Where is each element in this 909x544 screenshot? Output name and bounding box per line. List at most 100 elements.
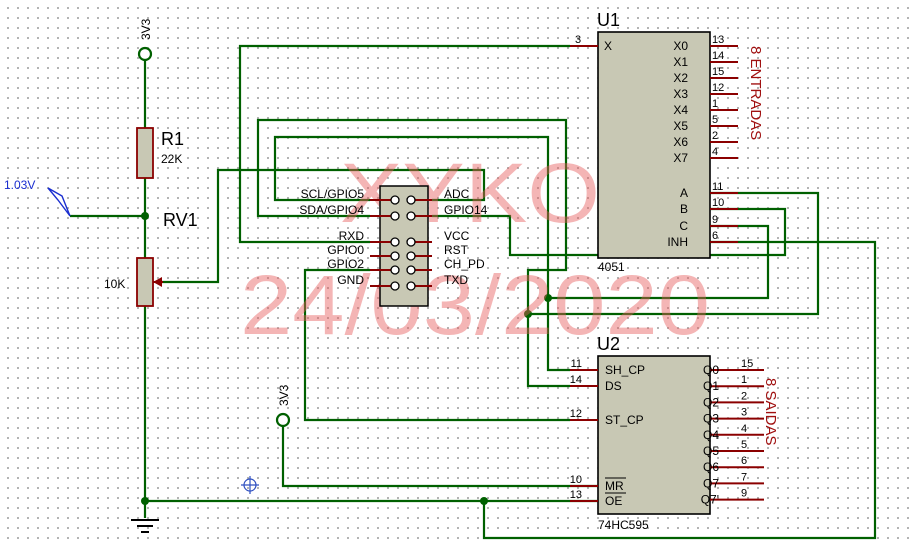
- header-pin-icon: [406, 195, 416, 205]
- rv1-ref: RV1: [163, 210, 198, 230]
- header-right-label: VCC: [444, 229, 470, 243]
- u1-pin-number: 15: [712, 66, 724, 78]
- u2-q-name: Q1: [703, 379, 719, 393]
- potentiometer-rv1: RV1 10K: [104, 210, 198, 307]
- u1-ctrl-name: A: [680, 186, 688, 200]
- u1-pin-name: X3: [673, 87, 688, 101]
- r1-value: 22K: [161, 152, 182, 166]
- u2-q-number: 1: [741, 374, 747, 386]
- u1-ctrl-name: INH: [667, 235, 688, 249]
- u2-pin-number: 14: [570, 374, 582, 386]
- u1-pin-x-num: 3: [575, 34, 581, 46]
- u2-pin-name: ST_CP: [605, 413, 644, 427]
- header-right-label: ADC: [444, 187, 470, 201]
- header-left-label: GND: [337, 273, 364, 287]
- header-left-label: GPIO2: [327, 257, 364, 271]
- power-top: 3V3: [137, 18, 153, 62]
- rv1-value: 10K: [104, 277, 125, 291]
- power-mid: 3V3: [275, 384, 291, 428]
- u1-pin-name: X4: [673, 103, 688, 117]
- u1-pin-number: 13: [712, 34, 724, 46]
- header-pin-icon: [390, 265, 400, 275]
- power-mid-label: 3V3: [277, 384, 291, 406]
- u1-pin-x-name: X: [604, 39, 612, 53]
- power-terminal-icon: [275, 412, 291, 428]
- resistor-r1: R1 22K: [136, 127, 184, 179]
- u1-pin-number: 14: [712, 50, 724, 62]
- u2-part: 74HC595: [598, 518, 649, 532]
- u2-q-name: Q0: [703, 363, 719, 377]
- watermark-name: XYKO: [340, 146, 600, 240]
- u2-ref: U2: [597, 334, 620, 354]
- probe-arrow-icon: [47, 187, 71, 217]
- u1-pin-name: X1: [673, 55, 688, 69]
- u2-pin-number: 10: [570, 474, 582, 486]
- header-pin-icon: [390, 251, 400, 261]
- header-right-label: GPIO14: [444, 203, 488, 217]
- u2-q-number: 5: [741, 439, 747, 451]
- header-pin-icon: [390, 281, 400, 291]
- u1-ctrl-name: C: [679, 219, 688, 233]
- u2-pin-number: 13: [570, 489, 582, 501]
- power-terminal-icon: [137, 46, 153, 62]
- u2-body: [597, 355, 711, 515]
- u1-pin-number: 4: [712, 146, 718, 158]
- u1-pin-number: 1: [712, 98, 718, 110]
- u2-pin-name: MR: [605, 479, 624, 493]
- voltage-probe: 1.03V: [4, 178, 71, 217]
- header-right-label: TXD: [444, 273, 468, 287]
- u2-q-name: Q7': [701, 493, 719, 507]
- header-pin-icon: [406, 265, 416, 275]
- u2-q-name: Q3: [703, 412, 719, 426]
- header-pin-icon: [406, 211, 416, 221]
- u1-body: [597, 31, 711, 259]
- header-left-label: RXD: [339, 229, 365, 243]
- u1-part: 4051: [598, 260, 625, 274]
- u1-pin-name: X7: [673, 151, 688, 165]
- power-top-label: 3V3: [139, 18, 153, 40]
- header-body: [379, 185, 429, 307]
- u2-q-number: 3: [741, 407, 747, 419]
- u1-ref: U1: [597, 10, 620, 30]
- u1-ctrl-number: 11: [712, 181, 723, 193]
- origin-marker: [241, 476, 259, 494]
- u1-ctrl-name: B: [680, 202, 688, 216]
- u1-label: 8 ENTRADAS: [747, 46, 764, 140]
- u2-q-name: Q2: [703, 395, 719, 409]
- header-pin-icon: [390, 195, 400, 205]
- u2-q-number: 15: [741, 358, 753, 370]
- u2-q-name: Q5: [703, 444, 719, 458]
- r1-ref: R1: [161, 129, 184, 149]
- header-pin-icon: [406, 237, 416, 247]
- u2-label: 8 SAIDAS: [762, 378, 779, 446]
- u2-q-number: 7: [741, 471, 747, 483]
- header-left-label: SDA/GPIO4: [299, 203, 364, 217]
- probe-voltage-readout: 1.03V: [4, 178, 35, 192]
- resistor-icon: [136, 127, 154, 179]
- watermark-date: 24/03/2020: [240, 258, 710, 352]
- u1-pin-number: 5: [712, 114, 718, 126]
- u2-pin-number: 12: [570, 408, 582, 420]
- header-pins: [370, 195, 432, 291]
- u1-pin-name: X6: [673, 135, 688, 149]
- u1-pin-number: 2: [712, 130, 718, 142]
- u2-q-number: 6: [741, 455, 747, 467]
- u1-pin-number: 12: [712, 82, 724, 94]
- u2-q-name: Q6: [703, 460, 719, 474]
- u2-q-number: 2: [741, 390, 747, 402]
- u2-pin-name: SH_CP: [605, 363, 645, 377]
- u2-q-number: 9: [741, 488, 747, 500]
- header-pin-icon: [390, 211, 400, 221]
- header-right-label: RST: [444, 243, 469, 257]
- header-pin-icon: [406, 251, 416, 261]
- watermark: XYKO 24/03/2020: [240, 146, 710, 352]
- u2-pin-number: 11: [571, 358, 582, 370]
